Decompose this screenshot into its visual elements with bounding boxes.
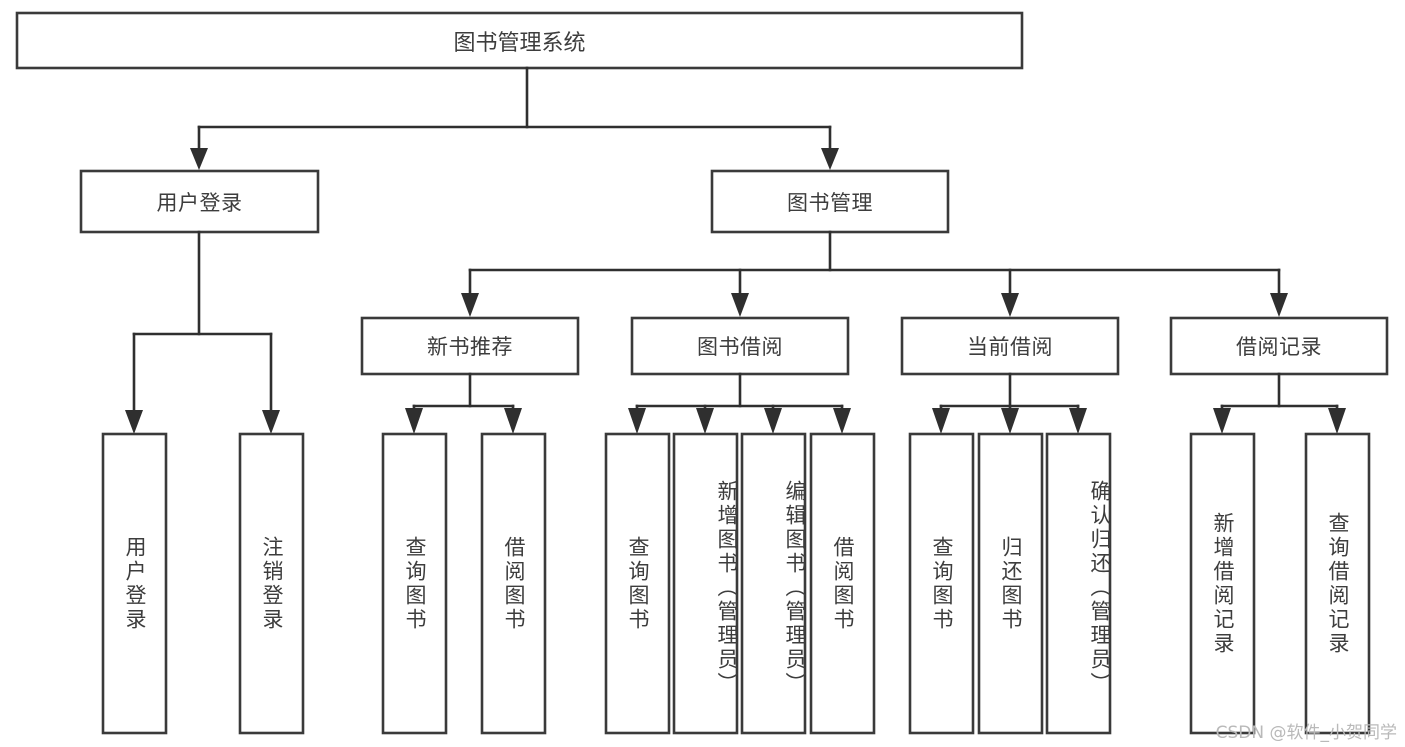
leaf-box-nb-query-book[interactable] <box>381 432 448 735</box>
node-box-book-manage[interactable] <box>710 169 950 234</box>
arrow-head-borrow-record <box>1270 293 1288 317</box>
arrow-head-cb-leaf-2 <box>1001 408 1019 434</box>
arrow-head-book-manage <box>821 148 839 170</box>
arrow-head-nb-leaf-1 <box>405 408 423 434</box>
leaf-box-bb-query-book[interactable] <box>604 432 671 735</box>
leaf-box-br-add-record[interactable] <box>1189 432 1256 735</box>
leaf-box-nb-borrow-book[interactable] <box>480 432 547 735</box>
arrow-head-cb-leaf-3 <box>1069 408 1087 434</box>
node-box-current-borrow[interactable] <box>900 316 1120 376</box>
arrow-head-bb-leaf-3 <box>764 408 782 434</box>
arrow-head-leaf-user-login <box>125 410 143 434</box>
arrow-head-cb-leaf-1 <box>932 408 950 434</box>
leaf-box-bb-edit-book[interactable] <box>740 432 807 735</box>
leaf-box-bb-borrow-book[interactable] <box>809 432 876 735</box>
node-box-new-book-recommend[interactable] <box>360 316 580 376</box>
node-box-user-login[interactable] <box>79 169 320 234</box>
arrow-head-bb-leaf-1 <box>628 408 646 434</box>
arrow-head-br-leaf-2 <box>1328 408 1346 434</box>
leaf-box-bb-add-book[interactable] <box>672 432 739 735</box>
leaf-box-logout[interactable] <box>238 432 305 735</box>
arrow-head-bb-leaf-2 <box>696 408 714 434</box>
arrow-head-user-login <box>190 148 208 170</box>
leaf-box-user-login[interactable] <box>101 432 168 735</box>
leaf-box-cb-query-book[interactable] <box>908 432 975 735</box>
node-box-borrow-record[interactable] <box>1169 316 1389 376</box>
arrow-head-current-borrow <box>1001 293 1019 317</box>
arrow-head-book-borrow <box>731 293 749 317</box>
leaf-box-cb-return-book[interactable] <box>977 432 1044 735</box>
arrow-head-br-leaf-1 <box>1213 408 1231 434</box>
arrow-head-bb-leaf-4 <box>833 408 851 434</box>
arrow-head-nb-leaf-2 <box>504 408 522 434</box>
leaf-box-cb-confirm-return[interactable] <box>1045 432 1112 735</box>
node-box-book-borrow[interactable] <box>630 316 850 376</box>
arrow-head-new-book <box>461 293 479 317</box>
node-box-root[interactable] <box>15 11 1024 70</box>
arrow-head-leaf-logout <box>262 410 280 434</box>
leaf-box-br-query-record[interactable] <box>1304 432 1371 735</box>
